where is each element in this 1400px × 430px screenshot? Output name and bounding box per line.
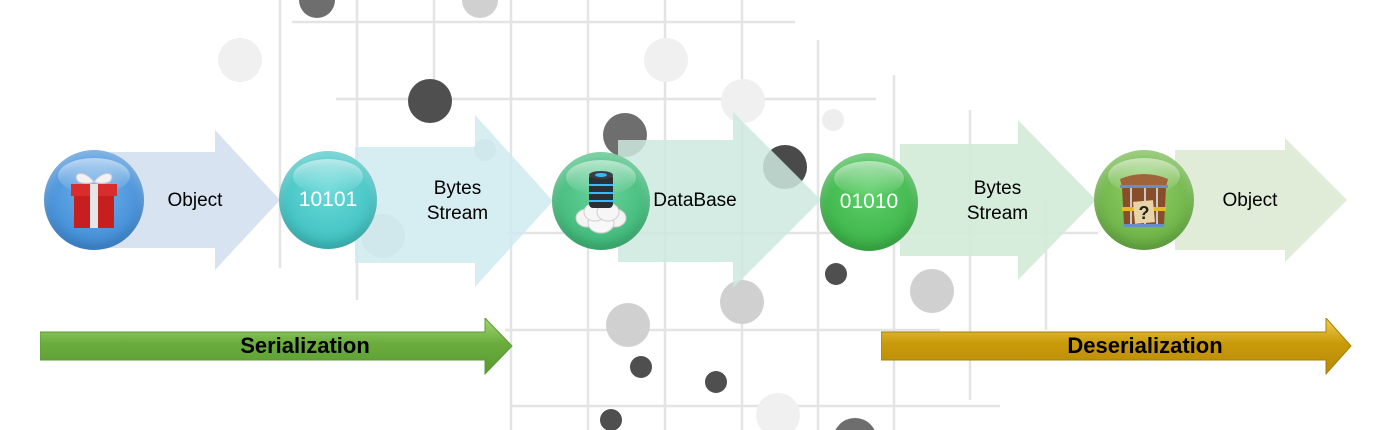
label-line-stream: Stream: [426, 203, 489, 224]
binary-text-01010: 01010: [839, 190, 899, 213]
serialization-phase-arrow: [40, 318, 513, 376]
step-arrow-object-target: [1175, 138, 1347, 262]
step-label-object-source: Object: [167, 190, 223, 211]
node-bytes-stream-2: 01010: [820, 153, 918, 251]
step-arrow-bytes-stream-1: [355, 115, 553, 287]
deserialization-phase-arrow: [881, 318, 1352, 376]
step-arrow-bytes-stream-2: [900, 120, 1096, 280]
label-line-bytes: Bytes: [433, 178, 482, 199]
node-object-source: [44, 150, 144, 250]
label-line-bytes: Bytes: [973, 178, 1022, 199]
database-cloud-icon: [575, 171, 627, 234]
serialization-label: Serialization: [240, 333, 370, 358]
step-label-object-target: Object: [1222, 190, 1278, 211]
mystery-crate-icon: ?: [1120, 174, 1168, 227]
gift-box-icon: [71, 173, 117, 228]
step-arrow-object: [100, 130, 280, 270]
deserialization-label: Deserialization: [1067, 333, 1223, 358]
node-object-target: ?: [1094, 150, 1194, 250]
step-label-bytes-stream-2: Bytes Stream: [950, 176, 1045, 226]
step-label-database: DataBase: [653, 190, 737, 211]
step-arrow-database: [618, 112, 821, 288]
svg-text:?: ?: [1139, 203, 1150, 223]
node-database: [552, 152, 650, 250]
binary-text-10101: 10101: [298, 188, 358, 211]
step-label-bytes-stream-1: Bytes Stream: [410, 176, 505, 226]
label-line-stream: Stream: [966, 203, 1029, 224]
node-bytes-stream-1: 10101: [279, 151, 377, 249]
